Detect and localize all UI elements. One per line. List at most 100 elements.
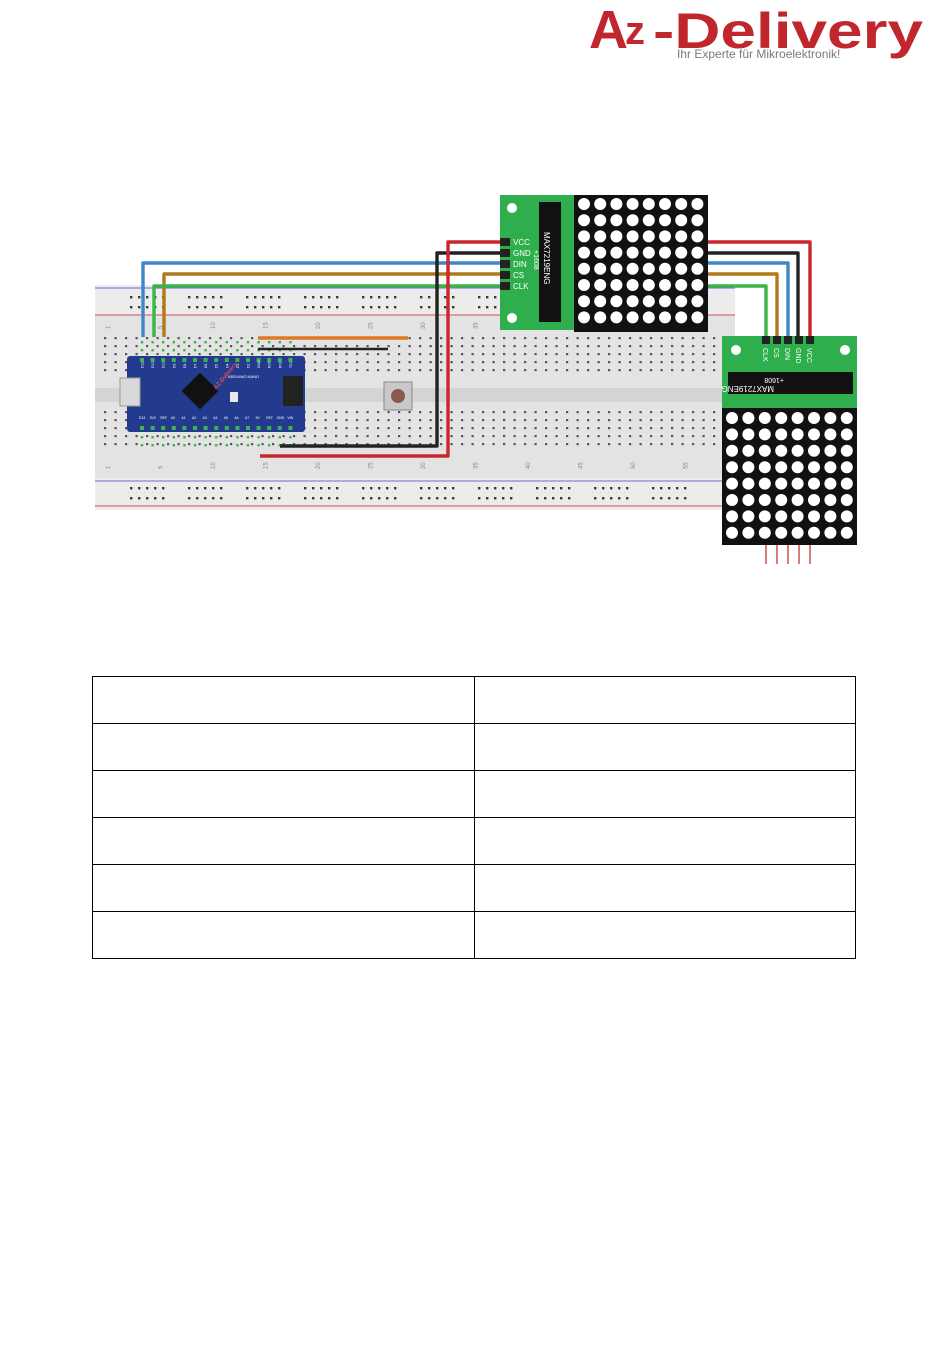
- led-dot: [791, 494, 804, 506]
- rail-hole: [278, 306, 281, 309]
- highlight-hole: [225, 349, 228, 352]
- terminal-hole: [398, 353, 401, 356]
- module-pin: [762, 336, 770, 344]
- rail-hole: [378, 497, 381, 500]
- terminal-hole: [587, 427, 590, 430]
- terminal-hole: [440, 361, 443, 364]
- column-number: 20: [316, 462, 322, 469]
- nano-pin-label: D11: [151, 362, 155, 368]
- nano-pin-label: A7: [245, 416, 249, 420]
- terminal-hole: [251, 353, 254, 356]
- module-pin-label: DIN: [783, 348, 790, 360]
- terminal-hole: [681, 435, 684, 438]
- terminal-hole: [608, 411, 611, 414]
- terminal-hole: [702, 419, 705, 422]
- terminal-hole: [408, 345, 411, 348]
- terminal-hole: [293, 353, 296, 356]
- terminal-hole: [534, 337, 537, 340]
- rail-hole: [420, 306, 423, 309]
- terminal-hole: [587, 369, 590, 372]
- led-dot: [808, 412, 820, 424]
- rail-hole: [138, 497, 141, 500]
- mount-hole: [507, 203, 517, 213]
- terminal-hole: [492, 419, 495, 422]
- terminal-hole: [702, 337, 705, 340]
- table-cell: [92, 676, 475, 724]
- terminal-hole: [398, 345, 401, 348]
- terminal-hole: [587, 411, 590, 414]
- led-dot: [626, 246, 639, 259]
- led-dot: [691, 230, 704, 243]
- rail-hole: [254, 306, 257, 309]
- terminal-hole: [114, 353, 117, 356]
- rail-hole: [452, 487, 455, 490]
- terminal-hole: [513, 361, 516, 364]
- terminal-hole: [513, 369, 516, 372]
- rail-hole: [188, 306, 191, 309]
- terminal-hole: [398, 411, 401, 414]
- nano-pin-label: D6: [204, 364, 208, 368]
- mount-hole: [840, 345, 850, 355]
- highlight-hole: [246, 436, 250, 439]
- terminal-hole: [524, 427, 527, 430]
- terminal-hole: [440, 337, 443, 340]
- rail-hole: [660, 487, 663, 490]
- terminal-hole: [261, 435, 264, 438]
- rail-hole: [320, 497, 323, 500]
- rail-hole: [336, 296, 339, 299]
- led-dot: [691, 246, 704, 259]
- rail-hole: [652, 487, 655, 490]
- terminal-hole: [125, 427, 128, 430]
- terminal-hole: [135, 435, 138, 438]
- rail-hole: [270, 487, 273, 490]
- led-dot: [824, 444, 837, 457]
- terminal-hole: [650, 419, 653, 422]
- terminal-hole: [282, 345, 285, 348]
- terminal-hole: [524, 345, 527, 348]
- led-dot: [642, 214, 655, 227]
- module-pin: [500, 249, 510, 257]
- icsp-header: [283, 376, 303, 406]
- rail-hole: [270, 497, 273, 500]
- terminal-hole: [629, 443, 632, 446]
- led-dot: [791, 526, 804, 539]
- rail-hole: [196, 497, 199, 500]
- rail-hole: [420, 296, 423, 299]
- terminal-hole: [156, 435, 159, 438]
- led-dot: [675, 214, 688, 227]
- rail-hole: [618, 487, 621, 490]
- module-pin: [500, 238, 510, 246]
- terminal-hole: [450, 337, 453, 340]
- terminal-hole: [408, 419, 411, 422]
- led-dot: [775, 510, 788, 523]
- terminal-hole: [492, 411, 495, 414]
- rail-hole: [394, 487, 397, 490]
- rail-hole: [328, 296, 331, 299]
- led-dot: [791, 477, 804, 490]
- terminal-hole: [398, 419, 401, 422]
- nano-pin-label: A5: [224, 416, 228, 420]
- terminal-hole: [545, 345, 548, 348]
- led-dot: [758, 444, 771, 457]
- rail-hole: [618, 497, 621, 500]
- terminal-hole: [377, 443, 380, 446]
- terminal-hole: [650, 369, 653, 372]
- terminal-hole: [702, 427, 705, 430]
- rail-hole: [494, 296, 497, 299]
- terminal-hole: [450, 361, 453, 364]
- led-dot: [610, 214, 623, 227]
- led-dot: [642, 311, 655, 324]
- led-dot: [742, 477, 755, 490]
- terminal-hole: [209, 443, 212, 446]
- terminal-hole: [324, 345, 327, 348]
- wire-clk: [152, 284, 500, 337]
- table-row: [92, 770, 856, 818]
- highlight-hole: [151, 341, 154, 344]
- highlight-hole: [140, 349, 144, 352]
- terminal-hole: [398, 435, 401, 438]
- highlight-hole: [162, 444, 165, 447]
- terminal-hole: [314, 435, 317, 438]
- led-dot: [758, 461, 771, 474]
- nano-pin-label: A1: [181, 416, 185, 420]
- terminal-hole: [356, 345, 359, 348]
